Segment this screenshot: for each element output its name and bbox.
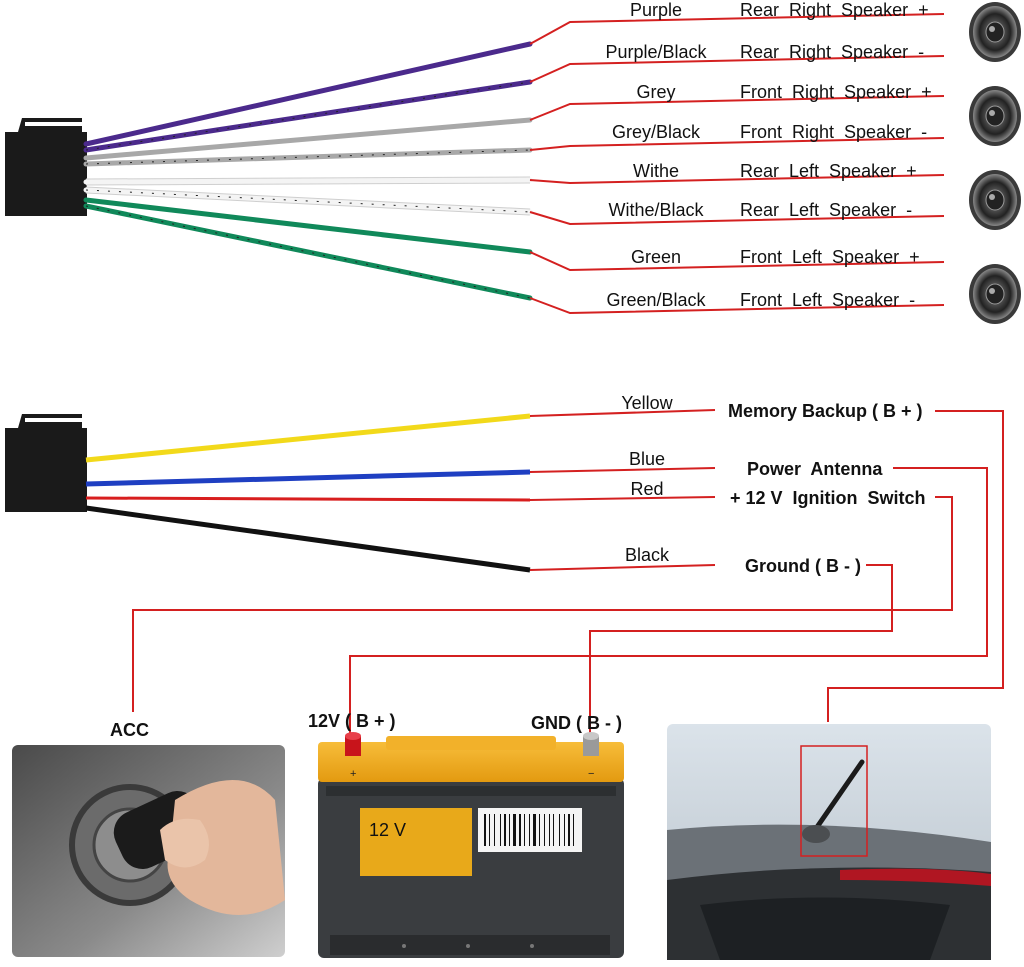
- wire-color-label: Green/Black: [606, 290, 706, 310]
- barcode-icon: [484, 814, 574, 846]
- routing-line-3: [589, 564, 893, 735]
- power-function-label: Ground ( B - ): [745, 556, 861, 576]
- speaker-wire-0: [83, 41, 533, 147]
- speaker-lead-4: [529, 174, 945, 185]
- wire-color-label: Purple/Black: [605, 42, 707, 62]
- speaker-function-label: Front Right Speaker -: [740, 122, 927, 142]
- power-function-label: Power Antenna: [747, 459, 883, 479]
- wire-color-label: Grey/Black: [612, 122, 701, 142]
- speaker-icon: [969, 2, 1021, 62]
- power-wire-3: [85, 505, 531, 573]
- wire-stripe-1: [85, 81, 531, 151]
- speaker-wire-2: [83, 117, 533, 161]
- wire-color-label: Withe/Black: [608, 200, 704, 220]
- ignition-key-image: [12, 745, 285, 957]
- power-wire-color-label: Red: [630, 479, 663, 499]
- battery-neg-mark: −: [588, 768, 594, 780]
- speaker-wire-5: [83, 187, 533, 215]
- battery-pos-mark: +: [350, 768, 356, 780]
- power-lead-3: [529, 564, 716, 571]
- speaker-lead-7: [529, 297, 945, 315]
- speaker-icon: [969, 86, 1021, 146]
- routing-line-2: [132, 496, 953, 712]
- speaker-lead-3: [529, 137, 945, 151]
- speaker-wire-4: [83, 177, 533, 185]
- speaker-lead-1: [529, 55, 945, 83]
- power-wire-color-label: Blue: [629, 449, 665, 469]
- speaker-function-label: Rear Right Speaker -: [740, 42, 924, 62]
- power-lead-0: [529, 409, 716, 417]
- speaker-wire-7: [83, 203, 533, 301]
- wire-color-label: Green: [631, 247, 681, 267]
- speaker-icon: [969, 264, 1021, 324]
- power-wire-0: [85, 413, 531, 463]
- speaker-lead-0: [529, 13, 945, 45]
- antenna-image: [667, 724, 991, 960]
- power-connector-icon: [5, 414, 87, 512]
- speaker-wire-3: [83, 147, 533, 167]
- routing-line-1: [349, 467, 988, 735]
- speaker-function-label: Front Left Speaker -: [740, 290, 915, 310]
- speaker-function-label: Rear Left Speaker +: [740, 161, 917, 181]
- speaker-function-label: Rear Right Speaker +: [740, 0, 929, 20]
- acc-label: ACC: [110, 720, 149, 740]
- speaker-function-label: Front Left Speaker +: [740, 247, 920, 267]
- routing-line-0: [827, 410, 1004, 722]
- speaker-wire-6: [83, 197, 533, 255]
- power-wire-color-label: Black: [625, 545, 670, 565]
- battery-positive-label: 12V ( B + ): [308, 711, 396, 731]
- speaker-lead-6: [529, 251, 945, 272]
- wire-color-label: Grey: [636, 82, 675, 102]
- speaker-function-label: Rear Left Speaker -: [740, 200, 912, 220]
- power-function-label: + 12 V Ignition Switch: [730, 488, 926, 508]
- wire-color-label: Withe: [633, 161, 679, 181]
- power-wire-color-label: Yellow: [621, 393, 673, 413]
- speaker-icon: [969, 170, 1021, 230]
- power-wire-2: [85, 496, 531, 502]
- speaker-lead-5: [529, 211, 945, 226]
- speaker-connector-icon: [5, 118, 87, 216]
- speaker-lead-2: [529, 95, 945, 121]
- speaker-function-label: Front Right Speaker +: [740, 82, 932, 102]
- power-lead-1: [529, 467, 716, 473]
- power-lead-2: [529, 496, 716, 501]
- battery-negative-label: GND ( B - ): [531, 713, 622, 733]
- car-battery-icon: + − 12 V: [318, 732, 624, 958]
- power-wire-1: [85, 469, 531, 487]
- power-function-label: Memory Backup ( B + ): [728, 401, 923, 421]
- battery-plate-label: 12 V: [369, 820, 406, 840]
- wire-color-label: Purple: [630, 0, 682, 20]
